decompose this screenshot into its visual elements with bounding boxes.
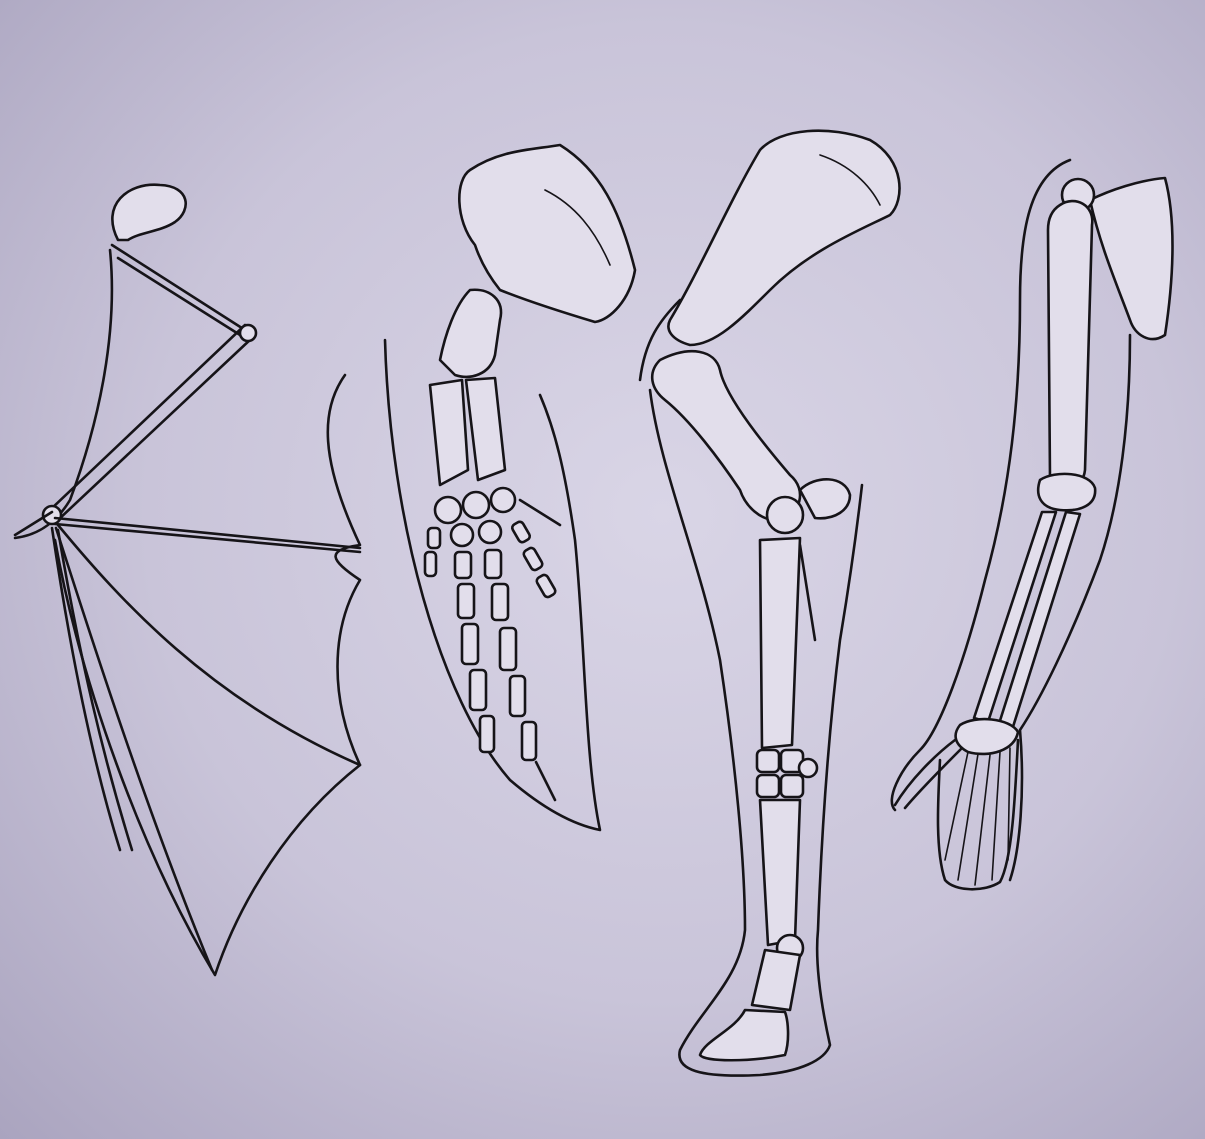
bat-elbow [240, 325, 256, 341]
horse-cannon-bone [760, 800, 800, 945]
flipper-digits [425, 500, 560, 800]
human-arm-outline [892, 160, 1130, 880]
flipper-radius [430, 380, 468, 485]
horse-hoof [700, 1010, 788, 1060]
human-elbow [1038, 474, 1095, 510]
bat-humerus [112, 245, 248, 340]
flipper-humerus [440, 290, 501, 377]
human-hand [895, 719, 1018, 889]
bat-wing [15, 185, 360, 975]
flipper-ulna [466, 378, 505, 480]
human-scapula [1090, 178, 1173, 339]
flipper-carpals [435, 488, 515, 546]
horse-pastern [752, 950, 800, 1010]
bat-digit-4 [56, 528, 212, 970]
bat-humerus-head [112, 185, 185, 240]
horse-radius [760, 538, 800, 748]
horse-ulna [800, 545, 815, 640]
horse-leg [640, 131, 900, 1076]
horse-scapula [668, 131, 899, 345]
horse-elbow [767, 497, 803, 533]
bat-forearm [50, 325, 252, 520]
human-humerus [1048, 201, 1092, 488]
human-arm [892, 160, 1173, 889]
horse-leg-outline [640, 300, 862, 1076]
horse-olecranon [800, 479, 850, 518]
horse-carpals [757, 750, 817, 797]
whale-flipper [385, 145, 635, 830]
bat-digit-2 [55, 518, 360, 552]
